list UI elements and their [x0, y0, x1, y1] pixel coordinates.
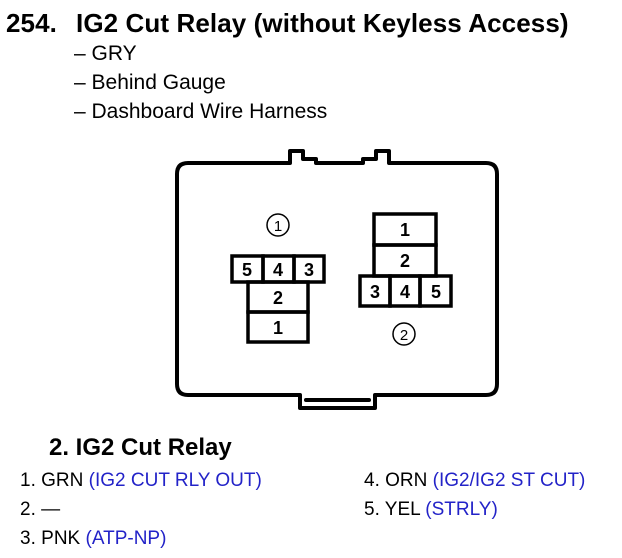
pin-number: 3. [20, 528, 36, 549]
marker-1: 1 [266, 213, 290, 237]
section-title: 2. IG2 Cut Relay [49, 434, 232, 461]
pin-cell-1-left [246, 310, 310, 344]
pin-signal: (ATP-NP) [85, 528, 167, 549]
pin-label: 4 [273, 260, 283, 280]
pin-wire-color: PNK [41, 528, 81, 549]
pin-number: 1. [20, 470, 36, 491]
marker-1-label: 1 [274, 218, 282, 235]
pin-signal: (STRLY) [425, 499, 498, 520]
connector-housing [175, 149, 499, 410]
pin-label: 3 [304, 260, 314, 280]
pin-label: 2 [273, 288, 283, 308]
pin-label: 4 [400, 282, 410, 302]
pin-wire-color: ORN [385, 470, 428, 491]
detail-color: – GRY [74, 42, 137, 65]
pin-entry: 5. YEL (STRLY) [364, 499, 498, 521]
pin-entry: 3. PNK (ATP-NP) [20, 528, 166, 550]
pin-signal: (IG2 CUT RLY OUT) [88, 470, 262, 491]
pin-label: 5 [431, 282, 441, 302]
pin-cell-5-right [418, 274, 453, 308]
pin-label: 1 [273, 318, 283, 338]
pin-wire-color: — [41, 499, 61, 520]
pin-label: 1 [400, 220, 410, 240]
pin-number: 4. [364, 470, 380, 491]
pin-wire-color: GRN [41, 470, 84, 491]
item-number: 254. [6, 8, 58, 38]
pin-entry: 2. — [20, 499, 60, 521]
pin-label: 5 [242, 260, 252, 280]
detail-harness: – Dashboard Wire Harness [74, 100, 328, 123]
pin-label: 3 [370, 282, 380, 302]
pin-label: 2 [400, 251, 410, 271]
connector-diagram: 1 5 4 3 2 1 1 2 3 4 5 2 [175, 149, 499, 410]
pin-number: 2. [20, 499, 36, 520]
marker-2-label: 2 [400, 327, 408, 344]
pin-wire-color: YEL [384, 499, 421, 520]
marker-2: 2 [392, 322, 416, 346]
pin-entry: 4. ORN (IG2/IG2 ST CUT) [364, 470, 585, 492]
pin-entry: 1. GRN (IG2 CUT RLY OUT) [20, 470, 262, 492]
detail-location: – Behind Gauge [74, 71, 226, 94]
item-title: IG2 Cut Relay (without Keyless Access) [76, 8, 569, 38]
page-title: 254. IG2 Cut Relay (without Keyless Acces… [6, 8, 569, 39]
pin-signal: (IG2/IG2 ST CUT) [432, 470, 586, 491]
pin-number: 5. [364, 499, 380, 520]
